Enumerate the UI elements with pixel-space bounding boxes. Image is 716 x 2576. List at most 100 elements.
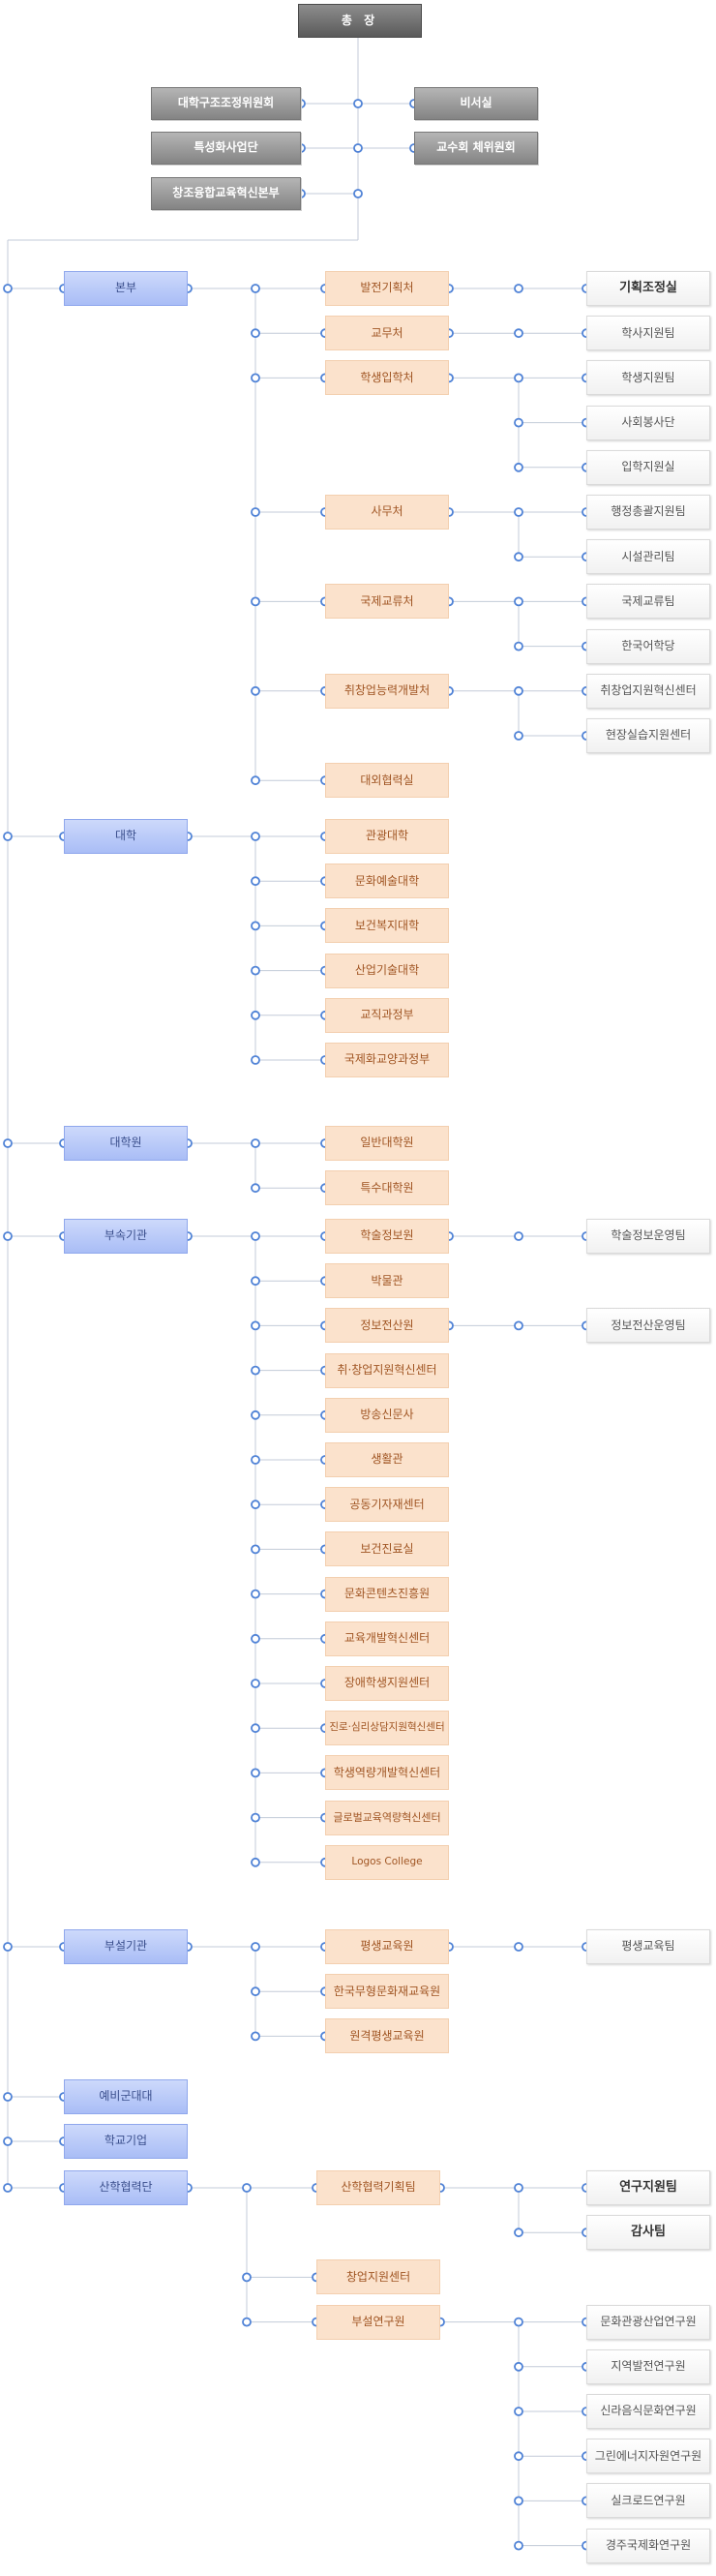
- sub-unit-box[interactable]: 기획조정실: [586, 271, 710, 306]
- unit-box[interactable]: 장애학생지원센터: [325, 1666, 449, 1701]
- connector-node-icon: [251, 1409, 260, 1420]
- connector-node-icon: [353, 189, 363, 198]
- upper-office-box[interactable]: 비서실: [414, 87, 538, 120]
- unit-box[interactable]: 원격평생교육원: [325, 2018, 449, 2054]
- sub-unit-box[interactable]: 시설관리팀: [586, 539, 710, 575]
- upper-office-box[interactable]: 교수회 체위원회: [414, 132, 538, 165]
- sub-unit-box[interactable]: 신라음식문화연구원: [586, 2394, 710, 2429]
- unit-box[interactable]: 창업지원센터: [316, 2259, 440, 2295]
- unit-box[interactable]: 교직과정부: [325, 997, 449, 1033]
- sub-unit-box[interactable]: 문화관광산업연구원: [586, 2304, 710, 2340]
- unit-box[interactable]: 공동기자재센터: [325, 1487, 449, 1523]
- unit-box[interactable]: 문화콘텐츠진흥원: [325, 1576, 449, 1612]
- connector-node-icon: [242, 2272, 252, 2283]
- section-box[interactable]: 산학협력단: [64, 2170, 188, 2205]
- connector-node-icon: [514, 1231, 523, 1241]
- sub-unit-box[interactable]: 사회봉사단: [586, 405, 710, 440]
- sub-unit-box[interactable]: 그린에너지자원연구원: [586, 2439, 710, 2474]
- section-box[interactable]: 부속기관: [64, 1219, 188, 1254]
- connector-node-icon: [251, 1365, 260, 1376]
- section-box[interactable]: 학교기업: [64, 2124, 188, 2159]
- unit-box[interactable]: 문화예술대학: [325, 864, 449, 899]
- sub-unit-box[interactable]: 지역발전연구원: [586, 2349, 710, 2384]
- unit-box[interactable]: 박물관: [325, 1263, 449, 1299]
- unit-box[interactable]: 국제화교양과정부: [325, 1043, 449, 1077]
- connector-node-icon: [251, 1500, 260, 1510]
- unit-box[interactable]: 특수대학원: [325, 1170, 449, 1206]
- unit-box[interactable]: 국제교류처: [325, 584, 449, 620]
- sub-unit-box[interactable]: 국제교류팀: [586, 584, 710, 620]
- connector-node-icon: [3, 2092, 13, 2102]
- unit-box[interactable]: 교무처: [325, 316, 449, 351]
- connector-node-icon: [251, 596, 260, 607]
- unit-box[interactable]: 방송신문사: [325, 1397, 449, 1433]
- sub-unit-box[interactable]: 행정총괄지원팀: [586, 495, 710, 530]
- connector-node-icon: [514, 417, 523, 428]
- connector-node-icon: [251, 965, 260, 976]
- unit-box[interactable]: 학생역량개발혁신센터: [325, 1755, 449, 1791]
- upper-committee-box[interactable]: 창조융합교육혁신본부: [151, 177, 301, 210]
- connector-node-icon: [251, 1857, 260, 1867]
- sub-unit-box[interactable]: 감사팀: [586, 2215, 710, 2251]
- sub-unit-box[interactable]: 정보전산운영팀: [586, 1308, 710, 1344]
- unit-box[interactable]: 진로·심리상담지원혁신센터: [325, 1711, 449, 1746]
- connector-node-icon: [514, 685, 523, 696]
- upper-committee-box[interactable]: 특성화사업단: [151, 132, 301, 165]
- unit-box[interactable]: 발전기획처: [325, 271, 449, 306]
- connector-node-icon: [251, 1455, 260, 1465]
- unit-box[interactable]: 정보전산원: [325, 1308, 449, 1344]
- unit-box[interactable]: 생활관: [325, 1442, 449, 1477]
- connector-node-icon: [353, 99, 363, 108]
- unit-box[interactable]: 부설연구원: [316, 2304, 440, 2340]
- sub-unit-box[interactable]: 실크로드연구원: [586, 2483, 710, 2519]
- section-box[interactable]: 예비군대대: [64, 2079, 188, 2114]
- sub-unit-box[interactable]: 취창업지원혁신센터: [586, 673, 710, 709]
- unit-box[interactable]: 취·창업지원혁신센터: [325, 1352, 449, 1388]
- unit-box[interactable]: 산학협력기획팀: [316, 2170, 440, 2205]
- sub-unit-box[interactable]: 현장실습지원센터: [586, 718, 710, 753]
- sub-unit-box[interactable]: 학술정보운영팀: [586, 1219, 710, 1254]
- connector-node-icon: [251, 1276, 260, 1287]
- connector-node-icon: [514, 2317, 523, 2327]
- unit-box[interactable]: Logos College: [325, 1844, 449, 1880]
- unit-box[interactable]: 보건복지대학: [325, 908, 449, 944]
- sub-unit-box[interactable]: 학생지원팀: [586, 360, 710, 396]
- unit-box[interactable]: 한국무형문화재교육원: [325, 1974, 449, 2010]
- unit-box[interactable]: 교육개발혁신센터: [325, 1621, 449, 1656]
- connector-node-icon: [514, 641, 523, 652]
- connector-node-icon: [251, 1986, 260, 1997]
- connector-node-icon: [251, 1138, 260, 1148]
- upper-committee-box[interactable]: 대학구조조정위원회: [151, 87, 301, 120]
- sub-unit-box[interactable]: 입학지원실: [586, 449, 710, 485]
- connector-node-icon: [3, 832, 13, 841]
- unit-box[interactable]: 취창업능력개발처: [325, 673, 449, 709]
- connector-node-icon: [251, 284, 260, 293]
- sub-unit-box[interactable]: 경주국제화연구원: [586, 2528, 710, 2563]
- unit-box[interactable]: 일반대학원: [325, 1126, 449, 1161]
- unit-box[interactable]: 사무처: [325, 495, 449, 530]
- connector-node-icon: [514, 284, 523, 293]
- sub-unit-box[interactable]: 평생교육팀: [586, 1929, 710, 1964]
- connector-node-icon: [251, 1544, 260, 1555]
- unit-box[interactable]: 산업기술대학: [325, 953, 449, 988]
- unit-box[interactable]: 관광대학: [325, 819, 449, 854]
- sub-unit-box[interactable]: 연구지원팀: [586, 2170, 710, 2205]
- unit-box[interactable]: 학술정보원: [325, 1219, 449, 1254]
- connector-node-icon: [514, 373, 523, 383]
- unit-box[interactable]: 학생입학처: [325, 360, 449, 396]
- unit-box[interactable]: 글로벌교육역량혁신센터: [325, 1800, 449, 1835]
- president-box[interactable]: 총 장: [298, 4, 422, 38]
- unit-box[interactable]: 보건진료실: [325, 1531, 449, 1567]
- sub-unit-box[interactable]: 한국어학당: [586, 628, 710, 664]
- section-box[interactable]: 본부: [64, 271, 188, 306]
- connector-node-icon: [242, 2317, 252, 2327]
- unit-box[interactable]: 평생교육원: [325, 1929, 449, 1964]
- unit-box[interactable]: 대외협력실: [325, 763, 449, 799]
- connector-node-icon: [514, 2361, 523, 2372]
- section-box[interactable]: 대학: [64, 819, 188, 854]
- section-box[interactable]: 부설기관: [64, 1929, 188, 1964]
- section-box[interactable]: 대학원: [64, 1126, 188, 1161]
- sub-unit-box[interactable]: 학사지원팀: [586, 316, 710, 351]
